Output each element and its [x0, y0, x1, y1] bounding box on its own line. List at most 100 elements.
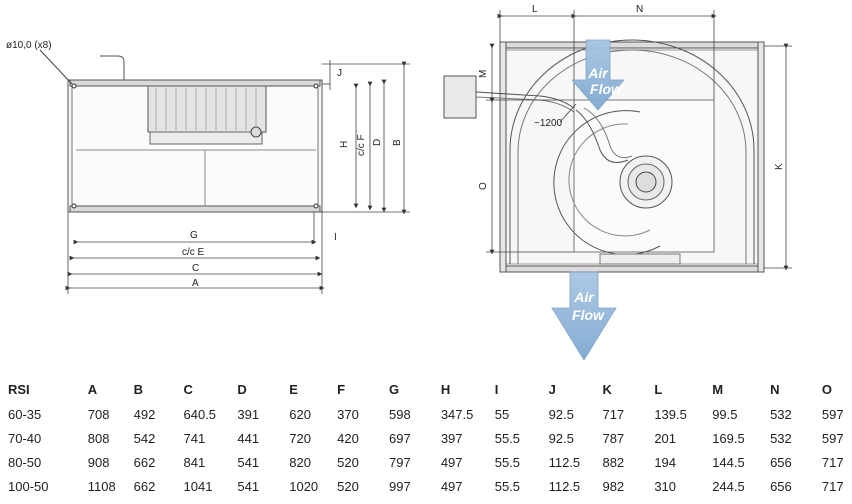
- table-cell: 55: [494, 406, 510, 422]
- column-header: B: [133, 381, 144, 397]
- table-cell: 640.5: [183, 406, 217, 422]
- air-flow-top-line1: Air: [587, 65, 609, 81]
- table-cell: 139.5: [654, 406, 687, 422]
- table-cell: 492: [133, 406, 156, 422]
- dim-cc-f: c/c F: [356, 134, 367, 156]
- column-header: J: [548, 381, 556, 397]
- table-cell: 797: [388, 454, 411, 470]
- table-cell: 997: [388, 478, 411, 494]
- dim-n: N: [636, 4, 643, 15]
- table-cell: 497: [440, 454, 463, 470]
- dim-i: I: [334, 232, 337, 243]
- table-cell: 717: [821, 478, 844, 494]
- column-header: E: [289, 381, 298, 397]
- table-cell: 597: [821, 430, 844, 446]
- table-cell: 662: [133, 478, 156, 494]
- table-cell: 310: [654, 478, 677, 494]
- air-flow-bottom-line1: Air: [573, 289, 595, 305]
- column-header: M: [712, 381, 724, 397]
- table-cell: 55.5: [494, 478, 521, 494]
- table-cell: 720: [289, 430, 311, 446]
- front-view: [39, 49, 323, 213]
- column-header: A: [87, 381, 98, 397]
- column-header: F: [337, 381, 346, 397]
- dim-m: M: [478, 70, 489, 78]
- dim-o: O: [478, 182, 489, 190]
- table-cell: 982: [602, 478, 625, 494]
- air-flow-top-line2: Flow: [590, 81, 623, 97]
- table-cell: 100-50: [8, 478, 49, 494]
- column-header: C: [183, 381, 193, 397]
- column-header: H: [440, 381, 451, 397]
- table-cell: 391: [237, 406, 260, 422]
- table-cell: 112.5: [548, 478, 581, 494]
- table-cell: 1108: [87, 478, 116, 494]
- table-cell: 194: [654, 454, 677, 470]
- dim-k: K: [774, 163, 785, 170]
- table-cell: 80-50: [8, 454, 42, 470]
- column-header: I: [494, 381, 499, 397]
- table-cell: 717: [602, 406, 625, 422]
- dim-cc-e: c/c E: [182, 247, 205, 258]
- dim-h: H: [339, 141, 350, 148]
- table-cell: 741: [183, 430, 206, 446]
- table-cell: 620: [289, 406, 311, 422]
- side-dimensions: [486, 10, 792, 271]
- dim-l: L: [532, 4, 538, 15]
- front-dimensions: [65, 60, 410, 294]
- column-header: O: [821, 381, 833, 397]
- table-cell: 662: [133, 454, 156, 470]
- side-view: [443, 39, 765, 273]
- table-row: 80-50 908 662 841 541 820 520 797 497 55…: [8, 450, 852, 474]
- column-header: D: [237, 381, 247, 397]
- table-header-row: RSI A B C D E F G H I J K L M N O: [8, 376, 852, 402]
- dim-d: D: [372, 139, 383, 146]
- table-cell: 717: [821, 454, 844, 470]
- table-cell: 92.5: [548, 406, 574, 422]
- table-cell: 541: [237, 454, 260, 470]
- table-cell: 55.5: [494, 454, 521, 470]
- dim-g: G: [190, 230, 198, 241]
- air-flow-arrow-top: Air Flow: [571, 39, 625, 111]
- table-cell: 92.5: [548, 430, 574, 446]
- table-cell: 708: [87, 406, 110, 422]
- column-header: G: [388, 381, 400, 397]
- dim-b: B: [392, 139, 403, 146]
- column-header: K: [602, 381, 612, 397]
- table-cell: 808: [87, 430, 110, 446]
- table-cell: 441: [237, 430, 260, 446]
- table-row: 70-40 808 542 741 441 720 420 697 397 55…: [8, 426, 852, 450]
- table-cell: 656: [770, 454, 792, 470]
- table-cell: 656: [770, 478, 792, 494]
- table-cell: 144.5: [712, 454, 745, 470]
- table-cell: 882: [602, 454, 625, 470]
- table-cell: 542: [133, 430, 156, 446]
- table-cell: 520: [337, 478, 359, 494]
- air-flow-bottom-line2: Flow: [572, 307, 605, 323]
- table-row: 60-35 708 492 640.5 391 620 370 598 347.…: [8, 402, 852, 426]
- bolt-note: ø10,0 (x8): [6, 40, 52, 51]
- table-cell: 520: [337, 454, 359, 470]
- table-cell: 60-35: [8, 406, 42, 422]
- table-cell: 1041: [183, 478, 213, 494]
- column-header: RSI: [8, 381, 30, 397]
- table-cell: 1020: [289, 478, 319, 494]
- column-header: L: [654, 381, 663, 397]
- table-row: 100-50 1108 662 1041 541 1020 520 997 49…: [8, 474, 852, 498]
- table-cell: 347.5: [440, 406, 474, 422]
- table-cell: 598: [388, 406, 411, 422]
- table-cell: 397: [440, 430, 463, 446]
- table-cell: 497: [440, 478, 463, 494]
- air-flow-arrow-bottom: Air Flow: [551, 271, 617, 361]
- technical-drawing: ø10,0 (x8) J H c/c F D B I G c/c E C A: [6, 4, 792, 361]
- table-cell: 55.5: [494, 430, 521, 446]
- column-header: N: [770, 381, 780, 397]
- table-cell: 420: [337, 430, 359, 446]
- table-cell: 112.5: [548, 454, 581, 470]
- table-cell: 532: [770, 406, 792, 422]
- table-cell: 99.5: [712, 406, 738, 422]
- cable-length: ~1200: [534, 118, 563, 129]
- table-cell: 820: [289, 454, 311, 470]
- table-cell: 597: [821, 406, 844, 422]
- table-cell: 908: [87, 454, 110, 470]
